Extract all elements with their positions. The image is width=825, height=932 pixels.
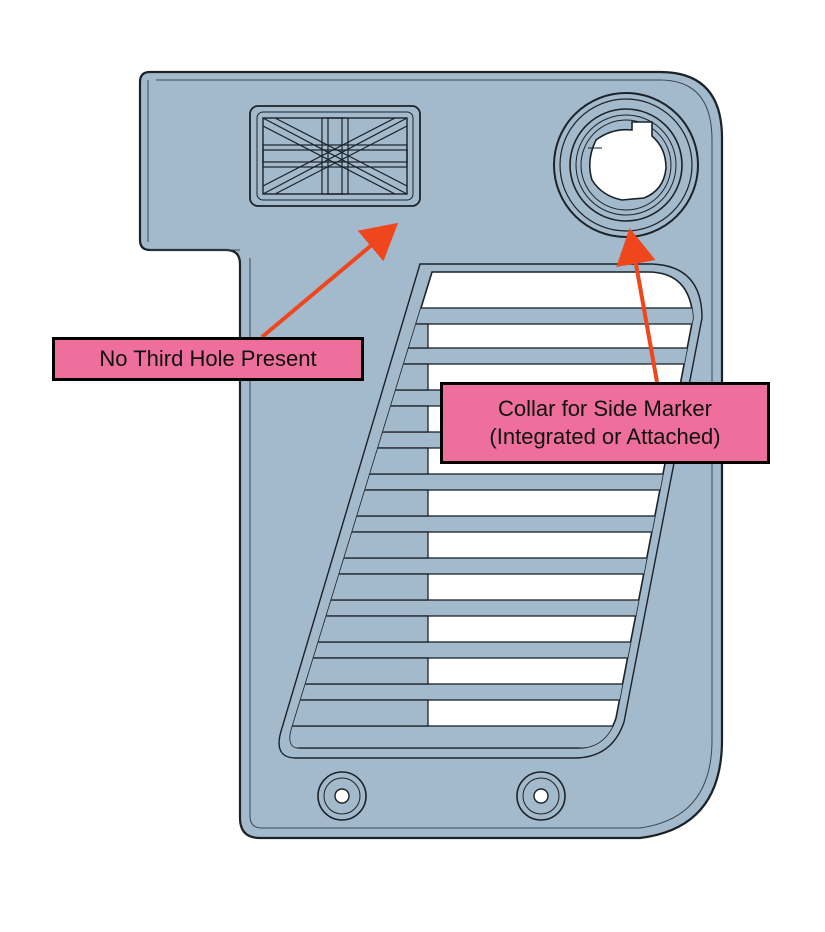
arrow-collar xyxy=(616,228,659,383)
callout-collar: Collar for Side Marker (Integrated or At… xyxy=(440,382,770,464)
union-jack-emblem xyxy=(249,105,421,207)
callout-no-third-hole-text: No Third Hole Present xyxy=(99,346,317,371)
arrow-no-third-hole xyxy=(260,222,399,339)
mounting-hole-left xyxy=(317,771,367,821)
mounting-hole-right xyxy=(516,771,566,821)
callout-no-third-hole: No Third Hole Present xyxy=(52,337,364,381)
callout-collar-line1: Collar for Side Marker xyxy=(498,396,712,421)
side-marker-collar xyxy=(553,92,699,238)
callout-collar-line2: (Integrated or Attached) xyxy=(489,424,721,449)
